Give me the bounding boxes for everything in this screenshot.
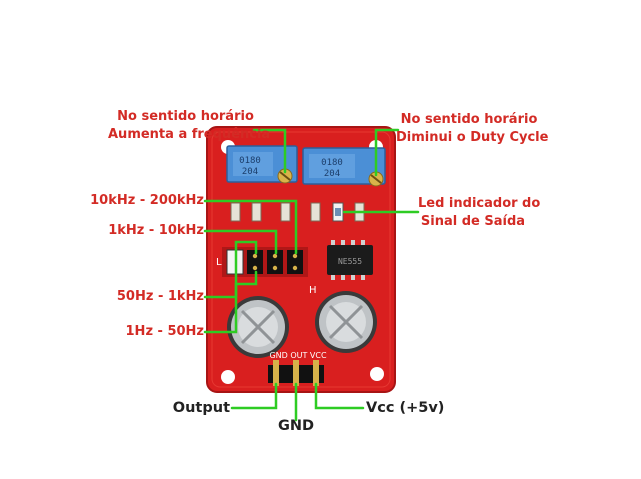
pcb-inner-shade [211, 131, 391, 388]
electrolytic-capacitor-icon [315, 291, 377, 353]
pot-code-left: 204 [242, 167, 258, 177]
silk-label-h: H [309, 285, 317, 296]
ic-chip-icon [327, 240, 373, 280]
annotation-pot-left-line1: No sentido horário [117, 109, 254, 124]
annotation-pot-left-line2: Aumenta a frequência [108, 127, 271, 142]
annotation-led-line1: Led indicador do [418, 196, 541, 211]
annotation-pot-left: No sentido horário Aumenta a frequência [108, 108, 271, 144]
leader-pot-right [374, 128, 400, 177]
leader-pot-left [252, 128, 287, 174]
range-label-50hz-1khz: 50Hz - 1kHz [116, 289, 204, 304]
mounting-hole [370, 367, 384, 381]
annotation-pot-right: No sentido horário Diminui o Duty Cycle [396, 111, 549, 147]
range-label-1khz-10khz: 1kHz - 10kHz [108, 223, 204, 238]
pot-serial-left: 0180 [239, 156, 261, 166]
trimmer-potentiometer-icon [226, 145, 298, 184]
pin-label-output: Output [172, 400, 230, 416]
leader-range-r1 [203, 199, 298, 255]
trimmer-potentiometer-icon [302, 147, 386, 187]
led-icon [332, 202, 344, 222]
leader-lines [203, 128, 420, 422]
annotation-pot-right-line1: No sentido horário [400, 112, 538, 127]
pin-label-gnd: GND [277, 418, 315, 434]
chip-marking: NE555 [338, 257, 362, 266]
annotation-led-line2: Sinal de Saída [420, 214, 526, 229]
leader-vcc [314, 382, 365, 410]
annotation-led: Led indicador do Sinal de Saída [418, 195, 541, 231]
leader-output [230, 382, 278, 410]
electrolytic-capacitor-icon [227, 296, 289, 358]
pot-code-right: 204 [324, 169, 340, 179]
range-label-10khz-200khz: 10kHz - 200kHz [90, 193, 204, 208]
header-pin-icon [268, 360, 324, 386]
silk-label-l: L [216, 257, 222, 268]
pot-serial-right: 0180 [321, 158, 343, 168]
mounting-hole [221, 370, 235, 384]
range-label-1hz-50hz: 1Hz - 50Hz [125, 324, 204, 339]
annotation-pot-right-line2: Diminui o Duty Cycle [396, 130, 549, 145]
leader-range-r3 [203, 240, 258, 299]
silk-pin-labels: GND OUT VCC [269, 351, 327, 360]
leader-range-r2 [203, 229, 278, 255]
leader-range-r4 [203, 270, 258, 334]
pin-label-vcc: Vcc (+5v) [366, 400, 445, 416]
